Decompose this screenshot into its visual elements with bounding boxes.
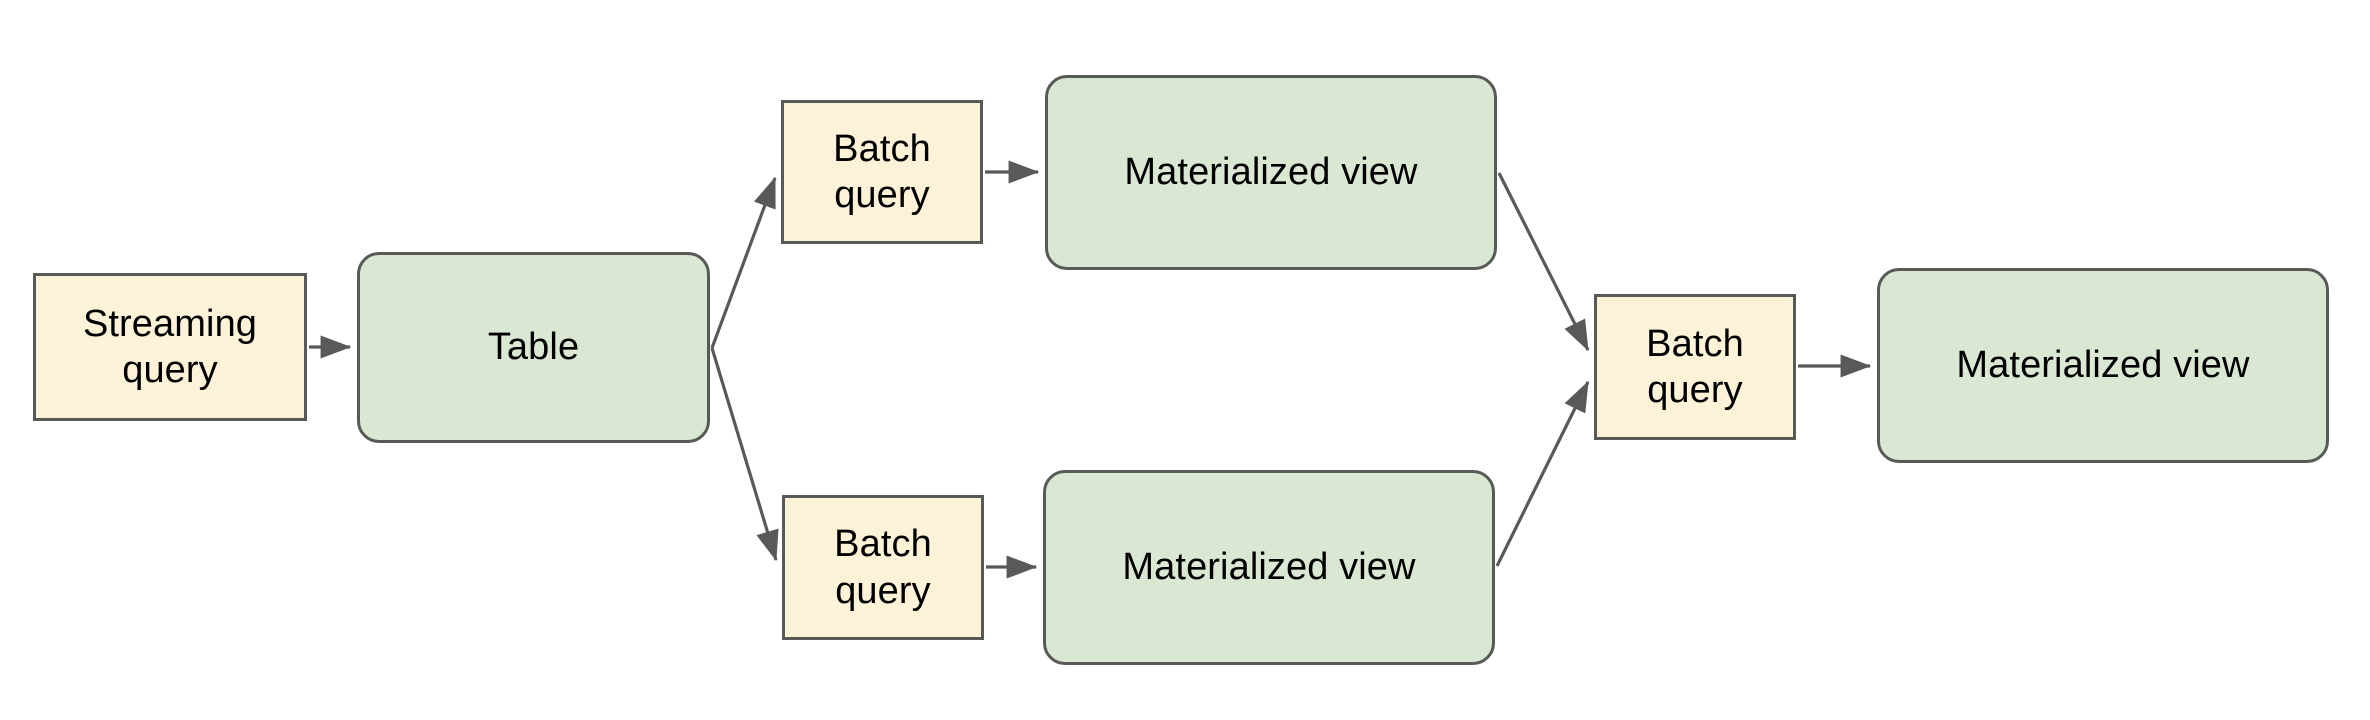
node-batch-query-top[interactable]: Batch query (781, 100, 983, 244)
edge-table-to-batch-top (710, 176, 777, 349)
edge-table-to-batch-bottom (710, 347, 779, 562)
node-materialized-view-final[interactable]: Materialized view (1877, 268, 2329, 463)
node-materialized-view-top-label: Materialized view (1124, 151, 1418, 194)
edge-mv-top-to-batch-merge (1497, 172, 1590, 352)
node-batch-query-merge[interactable]: Batch query (1594, 294, 1796, 440)
node-batch-query-bottom[interactable]: Batch query (782, 495, 984, 640)
node-streaming-query[interactable]: Streaming query (33, 273, 307, 421)
node-table[interactable]: Table (357, 252, 710, 443)
node-batch-query-merge-label: Batch query (1646, 322, 1744, 411)
node-table-label: Table (487, 326, 580, 369)
node-streaming-query-label: Streaming query (82, 302, 258, 391)
edge-mv-bottom-to-batch-merge (1495, 380, 1590, 567)
node-batch-query-bottom-label: Batch query (834, 523, 932, 612)
node-materialized-view-final-label: Materialized view (1956, 344, 2250, 387)
node-materialized-view-top[interactable]: Materialized view (1045, 75, 1497, 270)
node-materialized-view-bottom[interactable]: Materialized view (1043, 470, 1495, 665)
node-materialized-view-bottom-label: Materialized view (1122, 546, 1416, 589)
node-batch-query-top-label: Batch query (833, 127, 931, 216)
